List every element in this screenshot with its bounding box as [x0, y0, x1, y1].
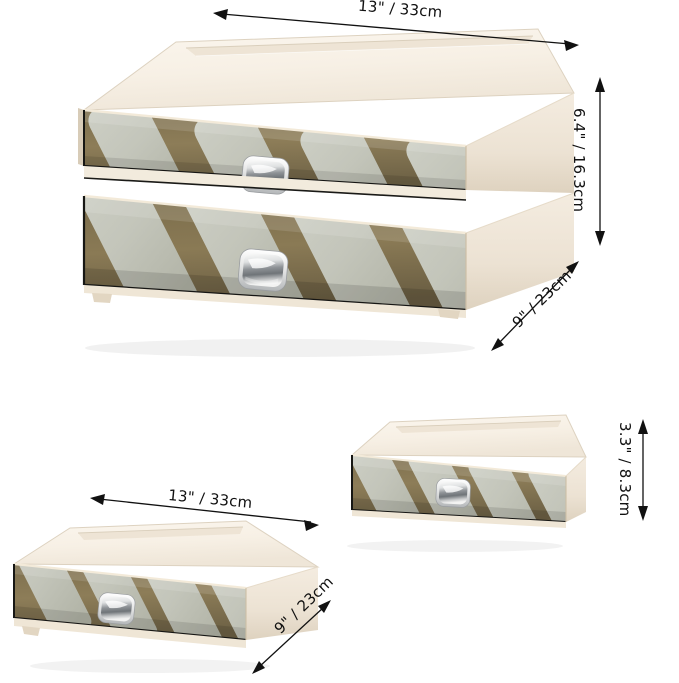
- stacked-top-lid: [82, 28, 575, 111]
- drawer-handle-lower[interactable]: [237, 248, 289, 292]
- dimension-lines: [90, 9, 648, 674]
- single-left-handle[interactable]: [97, 592, 136, 625]
- dim-line-single-height: [638, 419, 648, 521]
- dim-line-stack-height: [595, 77, 605, 246]
- stacked-right-panel-upper: [466, 93, 574, 193]
- dim-line-bottom-width: [90, 494, 319, 531]
- stacked-right-panel-lower: [466, 193, 574, 310]
- dim-label-single-height: 3.3" / 8.3cm: [616, 422, 634, 517]
- dim-line-stack-depth: [491, 261, 579, 351]
- product-stacked-two-drawer: [78, 28, 575, 357]
- single-right-handle[interactable]: [435, 478, 471, 508]
- single-left-lid: [14, 521, 318, 567]
- dim-line-bottom-depth: [252, 600, 331, 674]
- product-single-drawer-right: [347, 414, 587, 552]
- product-single-drawer-left: [12, 520, 320, 673]
- dim-label-stack-height: 6.4" / 16.3cm: [570, 108, 588, 213]
- dim-line-top-width: [213, 9, 579, 51]
